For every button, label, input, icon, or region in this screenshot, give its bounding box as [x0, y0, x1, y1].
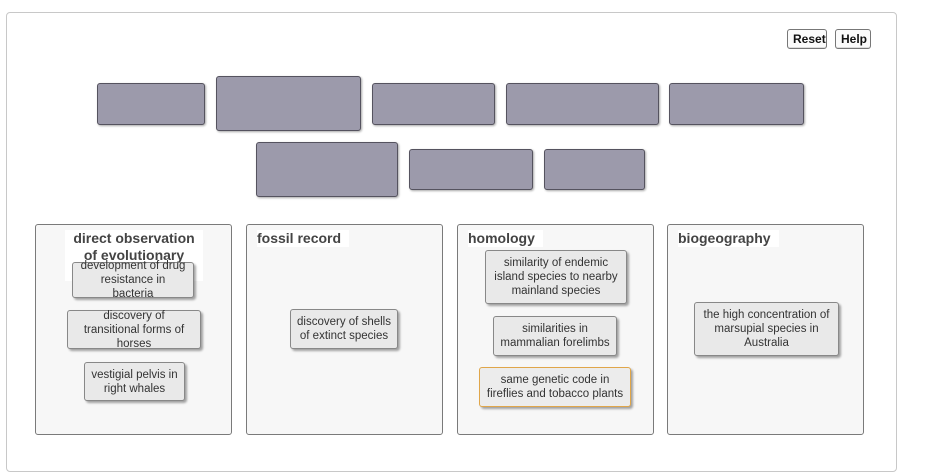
answer-card[interactable]: vestigial pelvis in right whales	[84, 362, 185, 401]
answer-slot[interactable]	[669, 83, 804, 125]
answer-slot[interactable]	[544, 149, 645, 190]
category-title: biogeography	[678, 230, 779, 247]
reset-button[interactable]: Reset	[787, 29, 827, 49]
answer-slot[interactable]	[409, 149, 533, 190]
answer-slot[interactable]	[216, 76, 361, 131]
category-title: fossil record	[257, 230, 350, 247]
category-title: homology	[468, 230, 543, 247]
answer-slot[interactable]	[97, 83, 205, 125]
answer-card[interactable]: discovery of transitional forms of horse…	[67, 310, 201, 350]
answer-card-selected[interactable]: same genetic code in fireflies and tobac…	[479, 367, 631, 407]
answer-card[interactable]: similarities in mammalian forelimbs	[493, 316, 617, 356]
answer-card[interactable]: similarity of endemic island species to …	[485, 250, 627, 304]
answer-slot[interactable]	[256, 142, 398, 197]
help-button[interactable]: Help	[835, 29, 871, 49]
answer-slot[interactable]	[506, 83, 659, 125]
answer-card[interactable]: development of drug resistance in bacter…	[72, 260, 194, 300]
answer-card[interactable]: the high concentration of marsupial spec…	[694, 302, 839, 356]
answer-slot[interactable]	[372, 83, 495, 125]
answer-card[interactable]: discovery of shells of extinct species	[290, 309, 398, 349]
